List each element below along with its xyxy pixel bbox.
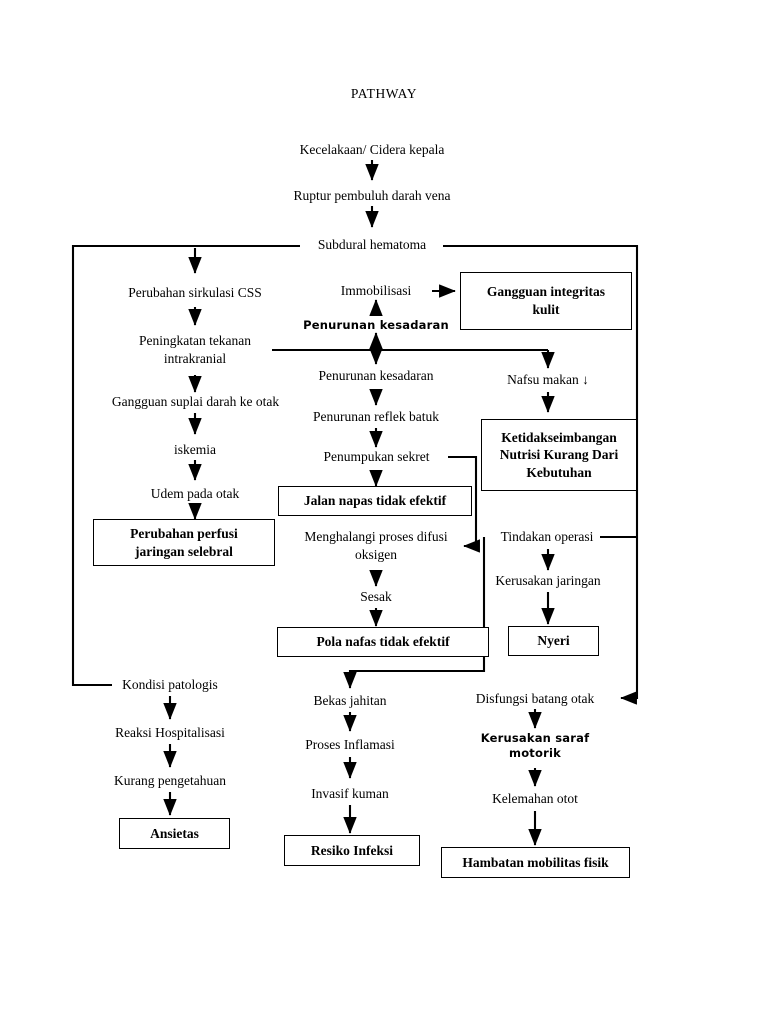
node-gangguan-integritas-kulit: Gangguan integritas kulit: [460, 272, 632, 330]
node-reaksi-hospitalisasi: Reaksi Hospitalisasi: [115, 725, 225, 740]
node-perubahan-sirkulasi-css: Perubahan sirkulasi CSS: [128, 285, 262, 300]
node-perubahan-perfusi-jaringan-selebral: Perubahan perfusi jaringan selebral: [93, 519, 275, 566]
node-kurang-pengetahuan: Kurang pengetahuan: [113, 773, 227, 788]
node-gangguan-suplai-darah-ke-otak: Gangguan suplai darah ke otak: [111, 394, 280, 409]
bus-hematoma-right: [443, 244, 639, 705]
node-kerusakan-jaringan: Kerusakan jaringan: [495, 573, 601, 588]
node-pola-nafas-tidak-efektif: Pola nafas tidak efektif: [277, 627, 489, 657]
node-ruptur-pembuluh-darah-vena: Ruptur pembuluh darah vena: [293, 188, 451, 203]
node-udem-pada-otak: Udem pada otak: [150, 486, 240, 501]
page-title: PATHWAY: [350, 86, 418, 101]
node-peningkatan-tekanan-intrakranial: Peningkatan tekanan intrakranial: [138, 333, 252, 366]
node-kecelakaan-cidera-kepala: Kecelakaan/ Cidera kepala: [299, 142, 445, 157]
node-penurunan-kesadaran-lower: Penurunan kesadaran: [318, 368, 434, 383]
bus-hematoma-left: [71, 244, 300, 687]
node-bekas-jahitan: Bekas jahitan: [313, 693, 387, 708]
node-disfungsi-batang-otak: Disfungsi batang otak: [475, 691, 595, 706]
node-invasif-kuman: Invasif kuman: [311, 786, 389, 801]
node-sesak: Sesak: [360, 589, 392, 604]
node-immobilisasi: Immobilisasi: [340, 283, 412, 298]
edge-n22-n29: [343, 537, 486, 689]
node-menghalangi-proses-difusi-oksigen: Menghalangi proses difusi oksigen: [304, 529, 448, 562]
node-ketidakseimbangan-nutrisi: Ketidakseimbangan Nutrisi Kurang Dari Ke…: [481, 419, 637, 491]
node-proses-inflamasi: Proses Inflamasi: [305, 737, 395, 752]
node-kondisi-patologis: Kondisi patologis: [122, 677, 218, 692]
node-subdural-hematoma: Subdural hematoma: [317, 237, 427, 252]
node-hambatan-mobilitas-fisik: Hambatan mobilitas fisik: [441, 847, 630, 878]
node-kerusakan-saraf-motorik: Kerusakan saraf motorik: [480, 731, 590, 760]
node-tindakan-operasi: Tindakan operasi: [500, 529, 594, 544]
node-penumpukan-sekret: Penumpukan sekret: [323, 449, 430, 464]
edge-n15-n17: [448, 455, 480, 553]
node-penurunan-kesadaran-upper: Penurunan kesadaran: [303, 318, 449, 332]
node-ansietas: Ansietas: [119, 818, 230, 849]
node-jalan-napas-tidak-efektif: Jalan napas tidak efektif: [278, 486, 472, 516]
node-penurunan-reflek-batuk: Penurunan reflek batuk: [313, 409, 439, 424]
node-kelemahan-otot: Kelemahan otot: [492, 791, 578, 806]
node-nyeri: Nyeri: [508, 626, 599, 656]
node-resiko-infeksi: Resiko Infeksi: [284, 835, 420, 866]
node-nafsu-makan-turun: Nafsu makan ↓: [507, 372, 589, 387]
node-iskemia: iskemia: [174, 442, 216, 457]
